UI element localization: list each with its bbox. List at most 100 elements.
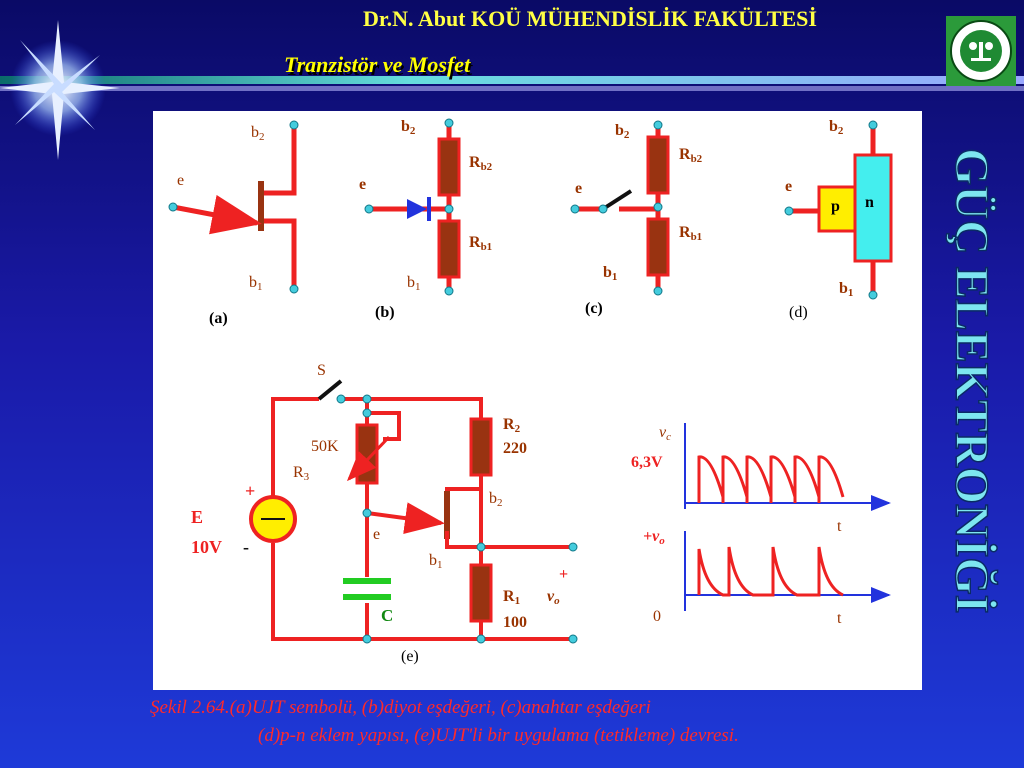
svg-text:b1: b1 [407,274,421,293]
fig-c-rb2-label: R [679,146,691,163]
fig-e-s-label: S [317,362,326,379]
fig-c-rb1-sub: b1 [691,231,703,243]
figure-e-waveforms: vc 6,3V t +vo 0 t [631,423,891,627]
svg-text:R3: R3 [293,464,310,483]
fig-b-b1-label: b [407,274,415,291]
fig-e-b2-sub: 2 [497,497,503,509]
fig-c-rb1-label: R [679,224,691,241]
fig-e-b1-label: b [429,552,437,569]
fig-b-b2-sub: 2 [410,125,416,137]
wave-vo-sub: o [659,535,665,547]
header-stripe [0,76,1024,91]
fig-b-b2-label: b [401,118,410,135]
fig-e-r3-sub: 3 [304,471,310,483]
svg-text:b1: b1 [839,280,853,299]
fig-e-r1-label: R [503,588,515,605]
wave-t1-label: t [837,518,842,535]
fig-e-10v-label: 10V [191,537,222,557]
header-title: Dr.N. Abut KOÜ MÜHENDİSLİK FAKÜLTESİ [363,6,817,31]
fig-b-rb1-sub: b1 [481,241,493,253]
wave-vc-label: v [659,424,667,441]
fig-e-r2-sub: 2 [515,423,521,435]
svg-text:vo: vo [547,588,560,607]
circuit-diagram: b2 e b1 (a) b2 Rb2 e Rb1 b1 (b) b2 [168,118,893,665]
svg-text:Rb2: Rb2 [679,146,703,165]
figure-a-ujt-symbol: b2 e b1 (a) [168,120,299,327]
svg-text:b2: b2 [489,490,503,509]
fig-a-b1-label: b [249,274,257,291]
svg-text:Rb2: Rb2 [469,154,493,173]
fig-d-b1-label: b [839,280,848,297]
wave-63v-label: 6,3V [631,454,663,471]
fig-c-b2-sub: 2 [624,129,630,141]
fig-e-r2-label: R [503,416,515,433]
fig-e-E-label: E [191,507,203,527]
fig-c-e-label: e [575,180,582,197]
fig-a-b2-label: b [251,124,259,141]
fig-a-e-label: e [177,172,184,189]
svg-text:b2: b2 [401,118,416,137]
fig-a-b2-sub: 2 [259,131,265,143]
wave-t2-label: t [837,610,842,627]
fig-d-n-label: n [865,194,874,211]
fig-b-rb2-label: R [469,154,481,171]
fig-e-minus-label: - [243,537,249,557]
fig-e-vo-label: v [547,588,555,605]
fig-e-r3-label: R [293,464,304,481]
figure-e-trigger-circuit: S 50K R3 R2 220 b2 + E 10V - e b1 R1 100… [191,362,578,665]
fig-b-caption: (b) [375,304,395,321]
figure-b-diode-equivalent: b2 Rb2 e Rb1 b1 (b) [359,118,493,321]
svg-text:b2: b2 [829,118,844,137]
fig-d-caption: (d) [789,304,808,321]
fig-d-e-label: e [785,178,792,195]
star-decoration [0,20,120,160]
fig-e-50k-label: 50K [311,438,339,455]
svg-text:R2: R2 [503,416,521,435]
fig-a-caption: (a) [209,310,228,327]
figure-c-switch-equivalent: b2 Rb2 e Rb1 b1 (c) [570,120,703,317]
svg-text:R1: R1 [503,588,520,607]
university-logo [946,16,1016,86]
fig-b-rb1-label: R [469,234,481,251]
fig-b-e-label: e [359,176,366,193]
fig-c-rb2-sub: b2 [691,153,703,165]
fig-d-p-label: p [831,198,840,215]
svg-text:Rb1: Rb1 [679,224,702,243]
fig-e-caption: (e) [401,648,419,665]
svg-text:b2: b2 [251,124,265,143]
fig-e-r1-value: 100 [503,614,527,631]
svg-text:b1: b1 [249,274,263,293]
fig-b-b1-sub: 1 [415,281,421,293]
fig-b-rb2-sub: b2 [481,161,493,173]
figure-d-pn-structure: b2 e p n b1 (d) [784,118,893,321]
figure-caption-line-1: Şekil 2.64.(a)UJT sembolü, (b)diyot eşde… [150,697,651,718]
fig-c-b2-label: b [615,122,624,139]
svg-text:b1: b1 [429,552,443,571]
fig-e-b2-label: b [489,490,497,507]
fig-a-b1-sub: 1 [257,281,263,293]
fig-d-b2-label: b [829,118,838,135]
fig-c-b1-label: b [603,264,612,281]
figure-caption-line-2: (d)p-n eklem yapısı, (e)UJT'li bir uygul… [258,725,739,746]
fig-e-r2-value: 220 [503,440,527,457]
fig-e-plus-label: + [245,481,255,501]
svg-text:b1: b1 [603,264,617,283]
wave-vc-sub: c [666,431,671,443]
fig-c-caption: (c) [585,300,603,317]
subtitle: Tranzistör ve Mosfet [284,52,471,77]
fig-d-b1-sub: 1 [848,287,854,299]
fig-d-b2-sub: 2 [838,125,844,137]
svg-text:+vo: +vo [643,528,665,547]
wave-vo-label: +v [643,528,660,545]
side-title: GÜÇ ELEKTRONİĞİ [944,147,1000,614]
side-title-text: GÜÇ ELEKTRONİĞİ [945,148,999,613]
svg-text:Rb1: Rb1 [469,234,492,253]
wave-zero-label: 0 [653,608,661,625]
svg-text:vc: vc [659,424,671,443]
fig-e-c-label: C [381,606,393,625]
fig-e-r1-sub: 1 [515,595,521,607]
fig-e-e-label: e [373,526,380,543]
fig-c-b1-sub: 1 [612,271,618,283]
svg-text:b2: b2 [615,122,630,141]
fig-e-b1-sub: 1 [437,559,443,571]
